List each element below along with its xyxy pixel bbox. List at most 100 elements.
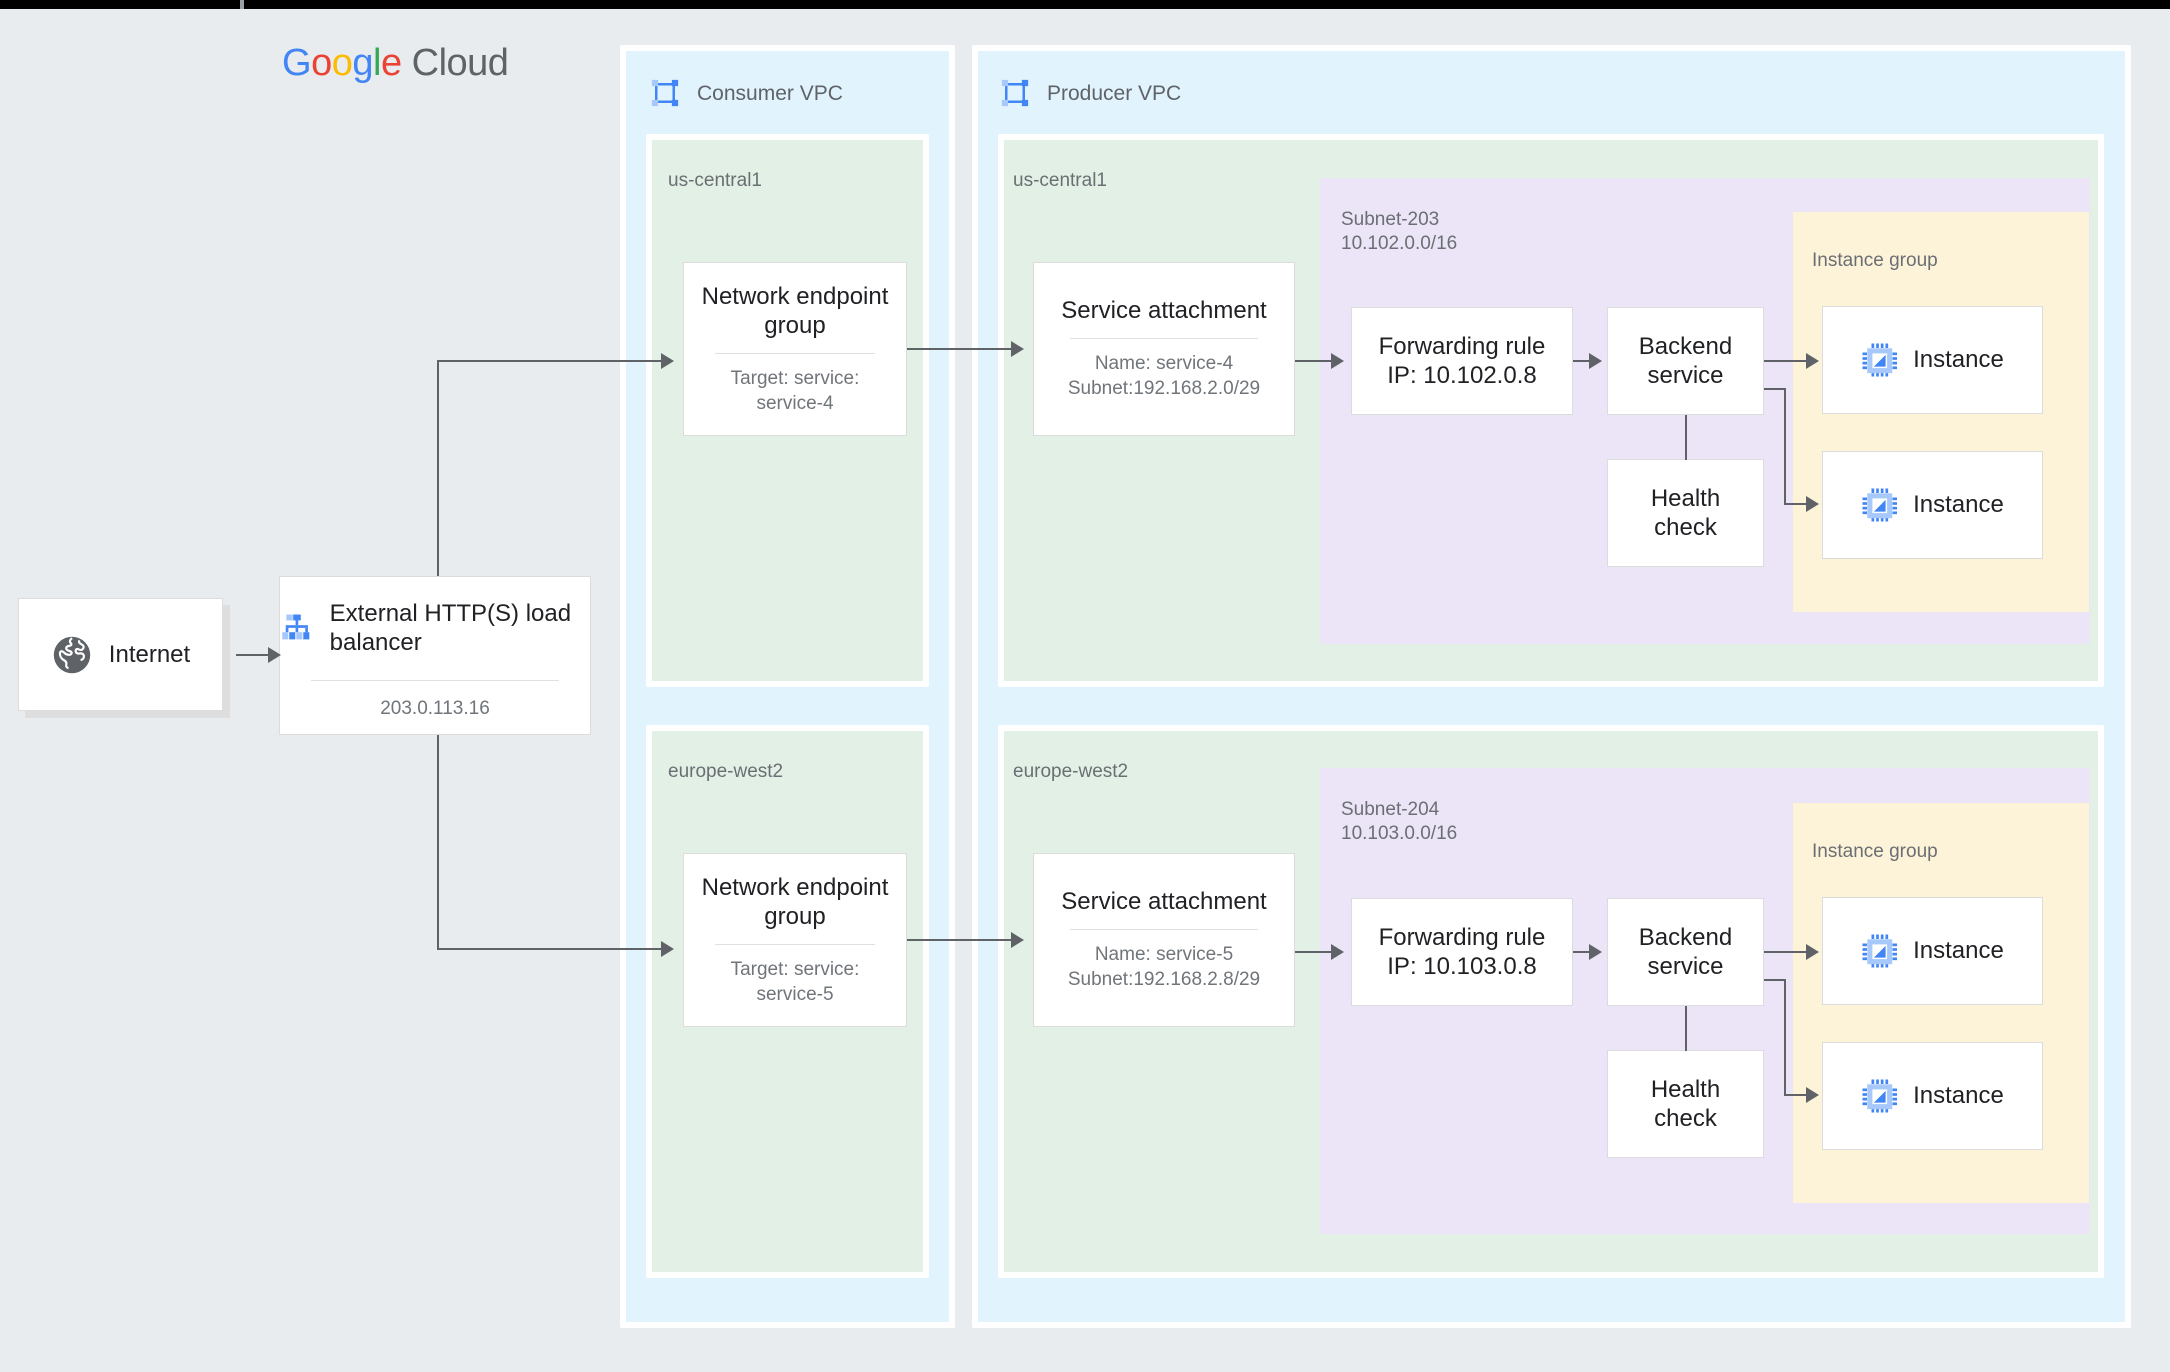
- cpu-instance-icon: [1862, 1079, 1898, 1113]
- logo-letter-e: e: [380, 42, 402, 84]
- logo-letter-o2: o: [331, 42, 353, 84]
- connector-fr-to-bs-top: [1573, 360, 1591, 362]
- connector-fr-to-bs-bottom: [1573, 951, 1591, 953]
- internet-node[interactable]: Internet: [18, 598, 223, 711]
- service-attachment-title-2: Service attachment: [1061, 888, 1267, 916]
- arrowhead-bs-to-instance-4: [1806, 1087, 1819, 1103]
- producer-region-bottom-label: europe-west2: [1013, 761, 1129, 782]
- service-attachment-title-1: Service attachment: [1061, 297, 1267, 325]
- connector-sa-to-fr-bottom: [1295, 951, 1333, 953]
- logo-letter-g2: g: [352, 42, 373, 84]
- instance-label-1: Instance: [1913, 346, 2004, 374]
- load-balancer-ip: 203.0.113.16: [380, 697, 490, 719]
- top-bar-segment: [240, 0, 244, 9]
- connector-lb-to-neg-bottom: [437, 948, 663, 950]
- connector-lb-trunk-down: [437, 735, 439, 950]
- arrowhead-bs-to-instance-2: [1806, 496, 1819, 512]
- cpu-instance-icon: [1862, 934, 1898, 968]
- arrowhead-bs-to-instance-3: [1806, 944, 1819, 960]
- connector-neg-to-sa-top: [907, 348, 1013, 350]
- instance-3[interactable]: Instance: [1822, 897, 2043, 1005]
- service-attachment-divider-1: [1070, 338, 1258, 340]
- connector-bs-to-instance-3: [1764, 951, 1810, 953]
- instance-label-2: Instance: [1913, 491, 2004, 519]
- neg-divider-1: [715, 353, 875, 355]
- connector-bs-to-instance-4-seg3: [1784, 1094, 1810, 1096]
- vpc-icon: [1001, 79, 1029, 107]
- instance-group-label-2: Instance group: [1812, 841, 1938, 862]
- neg-title-1: Network endpoint group: [701, 282, 889, 339]
- arrowhead-fr-to-bs-bottom: [1589, 944, 1602, 960]
- connector-bs-to-instance-1: [1764, 360, 1810, 362]
- producer-vpc-title: Producer VPC: [1047, 82, 1182, 105]
- instance-label-3: Instance: [1913, 937, 2004, 965]
- internet-label: Internet: [108, 640, 191, 668]
- connector-lb-trunk-up: [437, 360, 439, 576]
- load-balancer-divider: [311, 679, 559, 681]
- neg-title-2: Network endpoint group: [701, 873, 889, 930]
- cpu-instance-icon: [1862, 343, 1898, 377]
- network-endpoint-group-us-central1[interactable]: Network endpoint group Target: service:s…: [683, 262, 907, 436]
- globe-icon: [53, 636, 90, 673]
- instance-4[interactable]: Instance: [1822, 1042, 2043, 1150]
- logo-letter-o1: o: [311, 42, 332, 84]
- connector-bs-to-hc-bottom: [1685, 1006, 1687, 1051]
- arrowhead-lb-to-neg-bottom: [661, 941, 674, 957]
- neg-sub-2: Target: service:service-5: [730, 959, 860, 1005]
- arrowhead-neg-to-sa-top: [1011, 341, 1024, 357]
- load-balancer-icon: [282, 614, 310, 640]
- connector-bs-to-instance-2-seg2: [1784, 388, 1786, 505]
- google-cloud-logo: Google Cloud: [282, 42, 509, 85]
- connector-neg-to-sa-bottom: [907, 939, 1013, 941]
- connector-bs-to-instance-2-seg1: [1764, 388, 1786, 390]
- consumer-vpc-title: Consumer VPC: [697, 82, 843, 105]
- arrowhead-neg-to-sa-bottom: [1011, 932, 1024, 948]
- connector-sa-to-fr-top: [1295, 360, 1333, 362]
- connector-bs-to-instance-4-seg1: [1764, 979, 1786, 981]
- connector-bs-to-instance-4-seg2: [1784, 979, 1786, 1096]
- connector-lb-to-neg-top: [437, 360, 663, 362]
- connector-bs-to-instance-2-seg3: [1784, 503, 1810, 505]
- instance-group-label-1: Instance group: [1812, 250, 1938, 271]
- instance-1[interactable]: Instance: [1822, 306, 2043, 414]
- instance-2[interactable]: Instance: [1822, 451, 2043, 559]
- arrowhead-fr-to-bs-top: [1589, 353, 1602, 369]
- consumer-region-bottom-label: europe-west2: [668, 761, 784, 782]
- connector-internet-to-lb: [236, 654, 270, 656]
- cpu-instance-icon: [1862, 488, 1898, 522]
- arrowhead-lb-to-neg-top: [661, 353, 674, 369]
- producer-region-top-label: us-central1: [1013, 170, 1107, 191]
- network-endpoint-group-europe-west2[interactable]: Network endpoint group Target: service:s…: [683, 853, 907, 1027]
- logo-letter-g1: G: [282, 42, 312, 84]
- load-balancer-title: External HTTP(S) load balancer: [329, 600, 572, 657]
- top-black-bar: [0, 0, 2170, 9]
- arrowhead-sa-to-fr-bottom: [1331, 944, 1344, 960]
- vpc-icon: [651, 79, 679, 107]
- consumer-region-top-label: us-central1: [668, 170, 762, 191]
- connector-bs-to-hc-top: [1685, 415, 1687, 460]
- logo-word-cloud: Cloud: [401, 42, 509, 84]
- neg-divider-2: [715, 944, 875, 946]
- service-attachment-divider-2: [1070, 929, 1258, 931]
- arrowhead-sa-to-fr-top: [1331, 353, 1344, 369]
- neg-sub-1: Target: service:service-4: [730, 368, 860, 414]
- external-http-load-balancer-node[interactable]: External HTTP(S) load balancer 203.0.113…: [279, 576, 591, 735]
